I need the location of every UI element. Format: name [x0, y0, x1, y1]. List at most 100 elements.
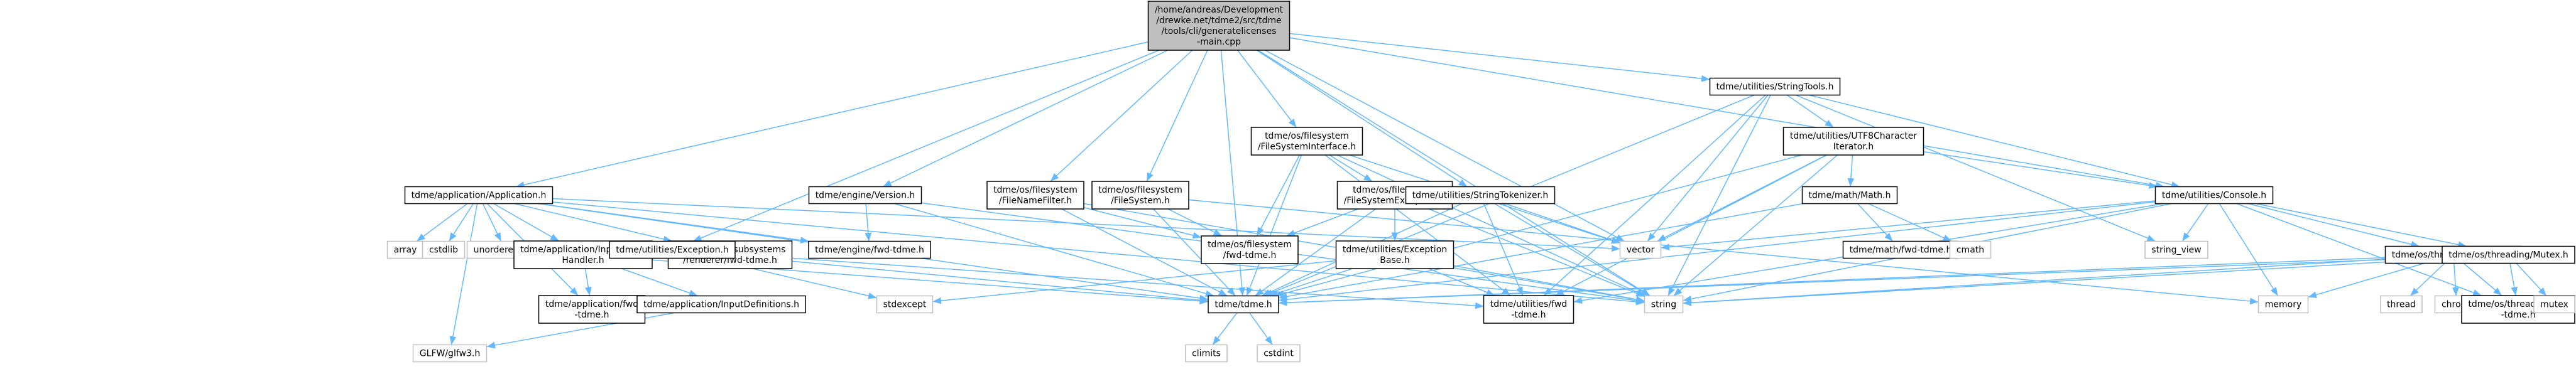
node-string-tokenizer-h[interactable]: tdme/utilities/StringTokenizer.h: [1405, 186, 1556, 205]
node-filesystem-fwd-h[interactable]: tdme/os/filesystem/fwd-tdme.h: [1201, 235, 1299, 264]
node-math-h[interactable]: tdme/math/Math.h: [1801, 186, 1898, 205]
edge-string-tools-h-to-string-view: [1795, 94, 2156, 242]
node-utilities-fwd-h[interactable]: tdme/utilities/fwd-tdme.h: [1483, 295, 1575, 324]
edge-string-tools-h-to-utf8-iterator-h: [1786, 94, 1834, 128]
edge-console-h-to-threading-fwd-h: [2236, 203, 2482, 296]
node-exception-h[interactable]: tdme/utilities/Exception.h: [609, 240, 736, 259]
node-box: [412, 344, 488, 363]
node-box: [1709, 77, 1841, 96]
node-vector: vector: [1619, 240, 1662, 259]
node-string-view: string_view: [2144, 240, 2208, 259]
edge-file-name-filter-h-to-tdme-h: [1061, 208, 1228, 297]
node-label: tdme/application/InputDefinitions.h: [643, 300, 799, 310]
node-label: tdme/engine/fwd-tdme.h: [815, 245, 924, 255]
edge-mutex-h-to-threading-fwd-h: [2509, 263, 2518, 296]
node-label: tdme/utilities/Exception.h: [616, 245, 729, 255]
node-label: /home/andreas/Development: [1155, 5, 1284, 15]
edge-file-system-interface-h-to-utilities-fwd-h: [1324, 154, 1511, 296]
node-application-h[interactable]: tdme/application/Application.h: [404, 186, 554, 205]
node-version-h[interactable]: tdme/engine/Version.h: [808, 186, 922, 205]
edge-application-h-to-string: [552, 201, 1645, 306]
node-file-system-interface-h[interactable]: tdme/os/filesystem/FileSystemInterface.h: [1250, 127, 1363, 156]
node-box: [422, 240, 466, 259]
node-box: [1483, 295, 1575, 324]
node-file-name-filter-h[interactable]: tdme/os/filesystem/FileNameFilter.h: [986, 181, 1084, 210]
edge-file-system-h-to-memory: [1188, 199, 2259, 305]
node-box: [1091, 181, 1189, 210]
edge-file-system-h-to-filesystem-fwd-h: [1167, 208, 1223, 237]
edge-console-h-to-tdme-h: [1278, 201, 2156, 303]
node-box: [2257, 295, 2309, 314]
node-label: mutex: [2540, 300, 2568, 310]
node-mutex: mutex: [2533, 295, 2575, 314]
node-math-fwd-h[interactable]: tdme/math/fwd-tdme.h: [1842, 240, 1959, 259]
node-label: /FileSystemInterface.h: [1258, 142, 1356, 152]
node-application-fwd-h[interactable]: tdme/application/fwd-tdme.h: [538, 295, 646, 324]
node-box: [808, 240, 931, 259]
node-file-system-h[interactable]: tdme/os/filesystem/FileSystem.h: [1091, 181, 1189, 210]
edge-input-event-handler-h-to-application-fwd-h: [584, 268, 592, 296]
node-array: array: [386, 240, 424, 259]
node-string-tools-h[interactable]: tdme/utilities/StringTools.h: [1709, 77, 1841, 96]
edge-file-system-exception-h-to-tdme-h: [1255, 208, 1376, 297]
node-box: [404, 186, 554, 205]
node-label: vector: [1627, 245, 1655, 255]
node-box: [2154, 186, 2274, 205]
node-box: [1147, 1, 1291, 51]
node-box: [1644, 295, 1684, 314]
node-mutex-h[interactable]: tdme/os/threading/Mutex.h: [2442, 245, 2575, 264]
edge-root-to-version-h: [882, 50, 1169, 188]
edge-mutex-h-to-mutex: [2516, 262, 2547, 297]
node-box: [986, 181, 1084, 210]
edge-root-to-string-tokenizer-h: [1256, 50, 1468, 188]
node-label: tdme/os/filesystem: [1208, 240, 1292, 250]
edge-console-h-to-memory: [2219, 203, 2279, 296]
edge-console-h-to-thread-h: [2247, 203, 2420, 248]
node-box: [1257, 344, 1301, 363]
node-label: tdme/utilities/StringTokenizer.h: [1412, 191, 1549, 201]
node-box: [1619, 240, 1662, 259]
node-label: tdme/engine/Version.h: [816, 191, 915, 201]
edge-file-system-exception-h-to-string: [1428, 208, 1645, 297]
node-input-definitions-h[interactable]: tdme/application/InputDefinitions.h: [636, 295, 806, 314]
node-tdme-h[interactable]: tdme/tdme.h: [1208, 295, 1279, 314]
node-glfw3-h: GLFW/glfw3.h: [412, 344, 488, 363]
node-cstdlib: cstdlib: [422, 240, 466, 259]
node-label: -tdme.h: [2501, 310, 2535, 320]
edge-console-h-to-vector: [1661, 200, 2156, 250]
node-box: [876, 295, 934, 314]
edge-file-system-interface-h-to-tdme-h: [1246, 154, 1302, 296]
node-root[interactable]: /home/andreas/Development/drewke.net/tdm…: [1147, 1, 1291, 51]
edge-math-h-to-cmath: [1868, 203, 1952, 242]
node-box: [1801, 186, 1898, 205]
edge-application-h-to-vector: [552, 198, 1620, 252]
edge-exception-h-to-utilities-fwd-h: [734, 254, 1484, 309]
edge-math-h-to-math-fwd-h: [1857, 203, 1893, 242]
node-console-h[interactable]: tdme/utilities/Console.h: [2154, 186, 2274, 205]
edge-root-to-application-h: [515, 41, 1149, 188]
edge-mutex-h-to-string: [1683, 258, 2443, 306]
edge-thread-h-to-threading-fwd-h: [2463, 262, 2502, 296]
edge-input-event-handler-h-to-input-definitions-h: [621, 268, 698, 297]
node-box: [1335, 240, 1454, 269]
node-box: [636, 295, 806, 314]
node-stdexcept: stdexcept: [876, 295, 934, 314]
node-label: /drewke.net/tdme2/src/tdme: [1156, 16, 1282, 26]
edge-console-h-to-string-view: [2181, 203, 2209, 242]
edge-root-to-string-tools-h: [1289, 33, 1710, 82]
node-label: /FileSystem.h: [1111, 196, 1170, 206]
node-label: cstdlib: [429, 245, 458, 255]
node-string: string: [1644, 295, 1684, 314]
node-engine-fwd-h[interactable]: tdme/engine/fwd-tdme.h: [808, 240, 931, 259]
node-label: tdme/os/filesystem: [1098, 185, 1182, 195]
node-box: [386, 240, 424, 259]
edge-utf8-iterator-h-to-console-h: [1923, 151, 2158, 189]
node-box: [1201, 235, 1299, 264]
node-label: tdme/utilities/fwd: [1490, 299, 1567, 309]
node-label: tdme/tdme.h: [1214, 300, 1272, 310]
edge-string-tools-h-to-string: [1667, 95, 1771, 296]
node-label: Iterator.h: [1833, 142, 1874, 152]
